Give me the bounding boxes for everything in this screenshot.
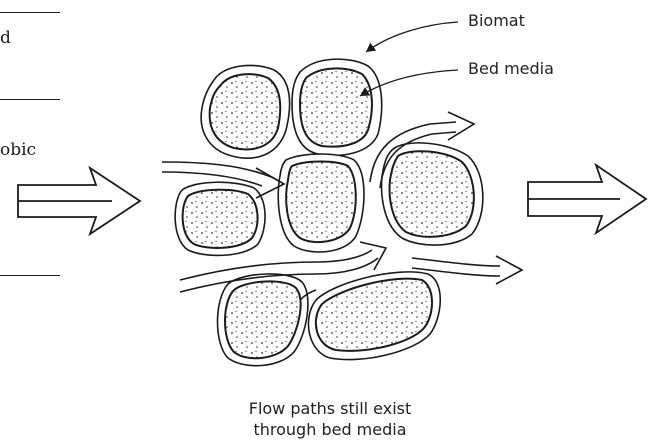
bed-media-label: Bed media bbox=[468, 59, 554, 78]
media-particle-center bbox=[278, 154, 364, 252]
biomat-label: Biomat bbox=[468, 11, 525, 30]
media-particle-top-left bbox=[201, 65, 289, 158]
biomat-leader-line bbox=[366, 22, 458, 52]
caption-line-1: Flow paths still exist bbox=[200, 398, 460, 419]
media-particle-right bbox=[382, 143, 483, 245]
inflow-arrow bbox=[18, 168, 140, 234]
caption-line-2: through bed media bbox=[200, 419, 460, 440]
outflow-arrow bbox=[528, 165, 646, 233]
media-particle-middle-left bbox=[175, 182, 265, 255]
media-particle-bottom-right bbox=[308, 272, 440, 360]
media-particle-bottom-left bbox=[218, 274, 308, 366]
media-particle-top-center bbox=[292, 59, 382, 155]
diagram-caption: Flow paths still exist through bed media bbox=[200, 398, 460, 440]
